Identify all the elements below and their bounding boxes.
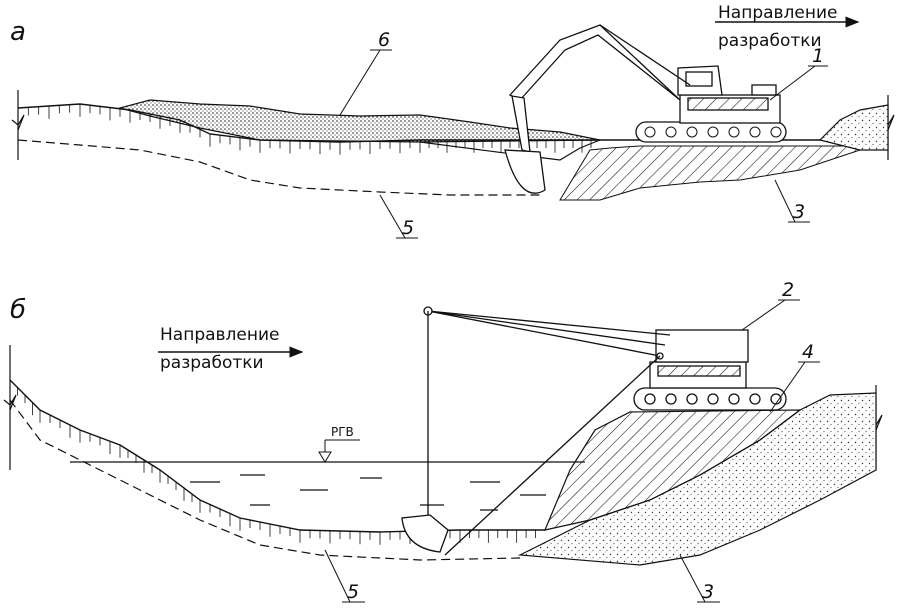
direction-label-a-line2: разработки	[718, 31, 822, 51]
spoil-pile	[117, 99, 601, 143]
dragline-bucket	[401, 514, 449, 553]
left-break-mark-b	[3, 345, 17, 470]
hydraulic-excavator	[504, 24, 787, 194]
left-break-mark-a	[11, 90, 25, 160]
excavator-boom	[508, 24, 681, 101]
pit-bottom-a	[419, 139, 601, 161]
hatched-ground-a	[559, 145, 889, 201]
callout-b-3: 3	[702, 581, 714, 603]
callout-leaders-b	[324, 299, 820, 603]
riverbed-b	[9, 379, 545, 533]
dragline-boom	[427, 310, 661, 357]
callout-b-5: 5	[347, 581, 359, 603]
direction-label-b-line1: Направление	[160, 325, 280, 345]
hatched-fill-b	[544, 409, 802, 531]
callout-b-2: 2	[782, 279, 794, 301]
rgv-label: РГВ	[331, 425, 354, 439]
cab-window	[685, 71, 713, 87]
terrain-ticks-a	[17, 104, 592, 155]
boom-cable	[599, 24, 691, 86]
dragline-excavator	[401, 306, 787, 556]
callout-leaders-a	[339, 49, 828, 239]
excavator-bucket	[504, 149, 546, 194]
engine-housing	[751, 84, 777, 96]
dashed-profile-a	[17, 139, 540, 196]
drag-cable	[444, 355, 661, 556]
panel-a: а	[10, 3, 895, 239]
callout-a-5: 5	[402, 217, 414, 239]
dragline-grille	[657, 365, 741, 377]
dashed-profile-b	[9, 399, 521, 561]
panel-a-label: а	[10, 17, 26, 47]
callout-a-1: 1	[812, 45, 824, 67]
callout-a-3: 3	[793, 201, 805, 223]
direction-label-a-line1: Направление	[718, 3, 838, 23]
right-slope-a	[818, 104, 889, 151]
callout-a-6: 6	[378, 29, 390, 51]
rgv-marker	[318, 439, 360, 463]
excavator-grille	[687, 97, 769, 111]
panel-b-label: б	[10, 295, 26, 325]
water-ripples	[190, 474, 546, 511]
excavator-stick	[511, 95, 531, 153]
callout-b-4: 4	[802, 341, 814, 363]
dragline-cab	[655, 329, 749, 363]
panel-b: б РГВ	[3, 279, 883, 603]
direction-label-b-line2: разработки	[160, 353, 264, 373]
